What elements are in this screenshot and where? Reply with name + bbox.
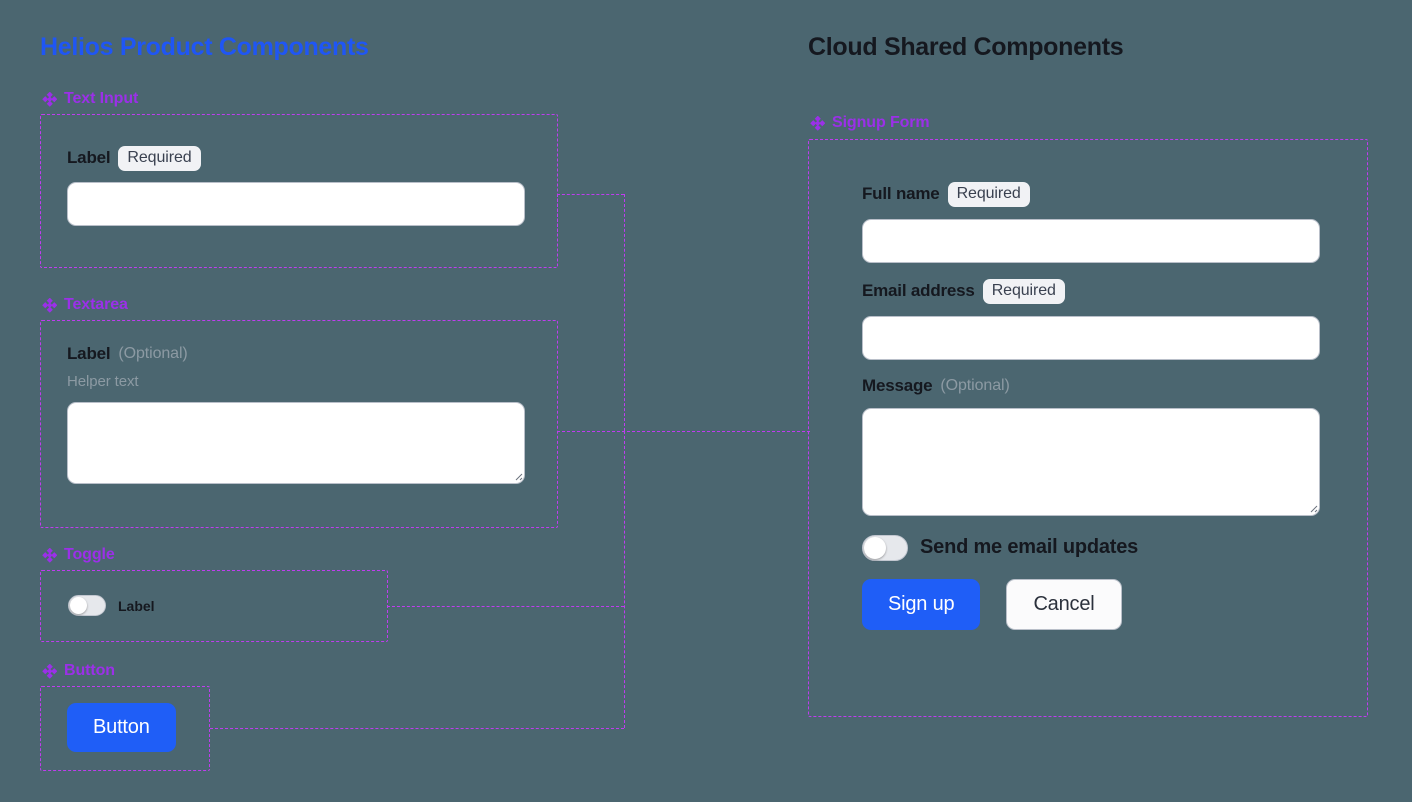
textarea-component: Label (Optional) Helper text — [67, 344, 527, 484]
frame-textarea — [40, 320, 558, 528]
signup-field-email: Email address Required — [862, 278, 1322, 360]
section-label-toggle: Toggle — [42, 546, 115, 564]
section-label-text-input: Text Input — [42, 90, 138, 108]
message-label: Message — [862, 375, 933, 395]
frame-signup-form — [808, 139, 1368, 717]
full-name-label: Full name — [862, 184, 940, 204]
message-label-row: Message (Optional) — [862, 376, 1322, 396]
diamond-cluster-icon — [810, 115, 825, 131]
signup-form: Full name Required Email address Require… — [862, 182, 1322, 630]
signup-actions: Sign up Cancel — [862, 578, 1322, 630]
message-optional-note: (Optional) — [940, 376, 1010, 394]
diamond-cluster-icon — [42, 663, 57, 679]
signup-field-message: Message (Optional) — [862, 376, 1322, 516]
frame-toggle — [40, 570, 388, 642]
textarea-helper-text: Helper text — [67, 373, 139, 390]
section-label-button: Button — [42, 662, 115, 680]
connector-text-input-horizontal — [557, 194, 624, 195]
email-label: Email address — [862, 281, 975, 301]
text-input-required-badge: Required — [118, 146, 201, 171]
demo-button[interactable]: Button — [67, 703, 176, 752]
textarea-label-row: Label (Optional) — [67, 344, 527, 364]
signup-field-full-name: Full name Required — [862, 182, 1322, 263]
sign-up-button[interactable]: Sign up — [862, 578, 981, 630]
board-title-helios: Helios Product Components — [40, 33, 369, 61]
toggle-switch[interactable] — [68, 595, 106, 616]
email-updates-toggle-row[interactable]: Send me email updates — [862, 534, 1322, 561]
section-label-text: Textarea — [64, 296, 128, 313]
connector-toggle-horizontal — [387, 606, 624, 607]
text-input-component: Label Required — [67, 146, 527, 226]
cancel-button[interactable]: Cancel — [1006, 578, 1122, 630]
email-required-badge: Required — [982, 278, 1065, 304]
diamond-cluster-icon — [42, 297, 57, 313]
connector-textarea-horizontal — [557, 431, 810, 432]
frame-button — [40, 686, 210, 771]
full-name-label-row: Full name Required — [862, 182, 1322, 207]
full-name-required-badge: Required — [947, 182, 1030, 207]
connector-trunk-lower — [624, 431, 625, 728]
message-textarea[interactable] — [862, 407, 1320, 516]
textarea-wrapper — [67, 402, 527, 484]
text-input-label-row: Label Required — [67, 146, 527, 171]
email-updates-toggle[interactable] — [862, 534, 908, 561]
section-label-text: Toggle — [64, 546, 115, 563]
diamond-cluster-icon — [42, 91, 57, 107]
email-input[interactable] — [862, 315, 1320, 360]
board-title-cloud-shared: Cloud Shared Components — [808, 33, 1124, 61]
section-label-text: Text Input — [64, 90, 139, 107]
email-updates-label: Send me email updates — [920, 536, 1139, 559]
section-label-text: Signup Form — [832, 114, 930, 131]
email-label-row: Email address Required — [862, 278, 1322, 304]
full-name-input[interactable] — [862, 218, 1320, 263]
connector-trunk-upper — [624, 194, 625, 431]
section-label-signup-form: Signup Form — [810, 114, 930, 132]
toggle-label: Label — [118, 597, 155, 614]
section-label-textarea: Textarea — [42, 296, 128, 314]
toggle-component[interactable]: Label — [68, 595, 155, 616]
text-input-field[interactable] — [67, 181, 525, 226]
textarea-field[interactable] — [67, 402, 525, 484]
message-textarea-wrapper — [862, 407, 1322, 516]
diamond-cluster-icon — [42, 547, 57, 563]
toggle-knob — [70, 597, 87, 614]
email-updates-toggle-knob — [864, 536, 886, 559]
connector-button-horizontal — [210, 728, 624, 729]
frame-text-input — [40, 114, 558, 268]
text-input-label: Label — [67, 148, 111, 168]
section-label-text: Button — [64, 662, 115, 679]
textarea-optional-note: (Optional) — [118, 345, 188, 362]
textarea-label: Label — [67, 344, 111, 363]
